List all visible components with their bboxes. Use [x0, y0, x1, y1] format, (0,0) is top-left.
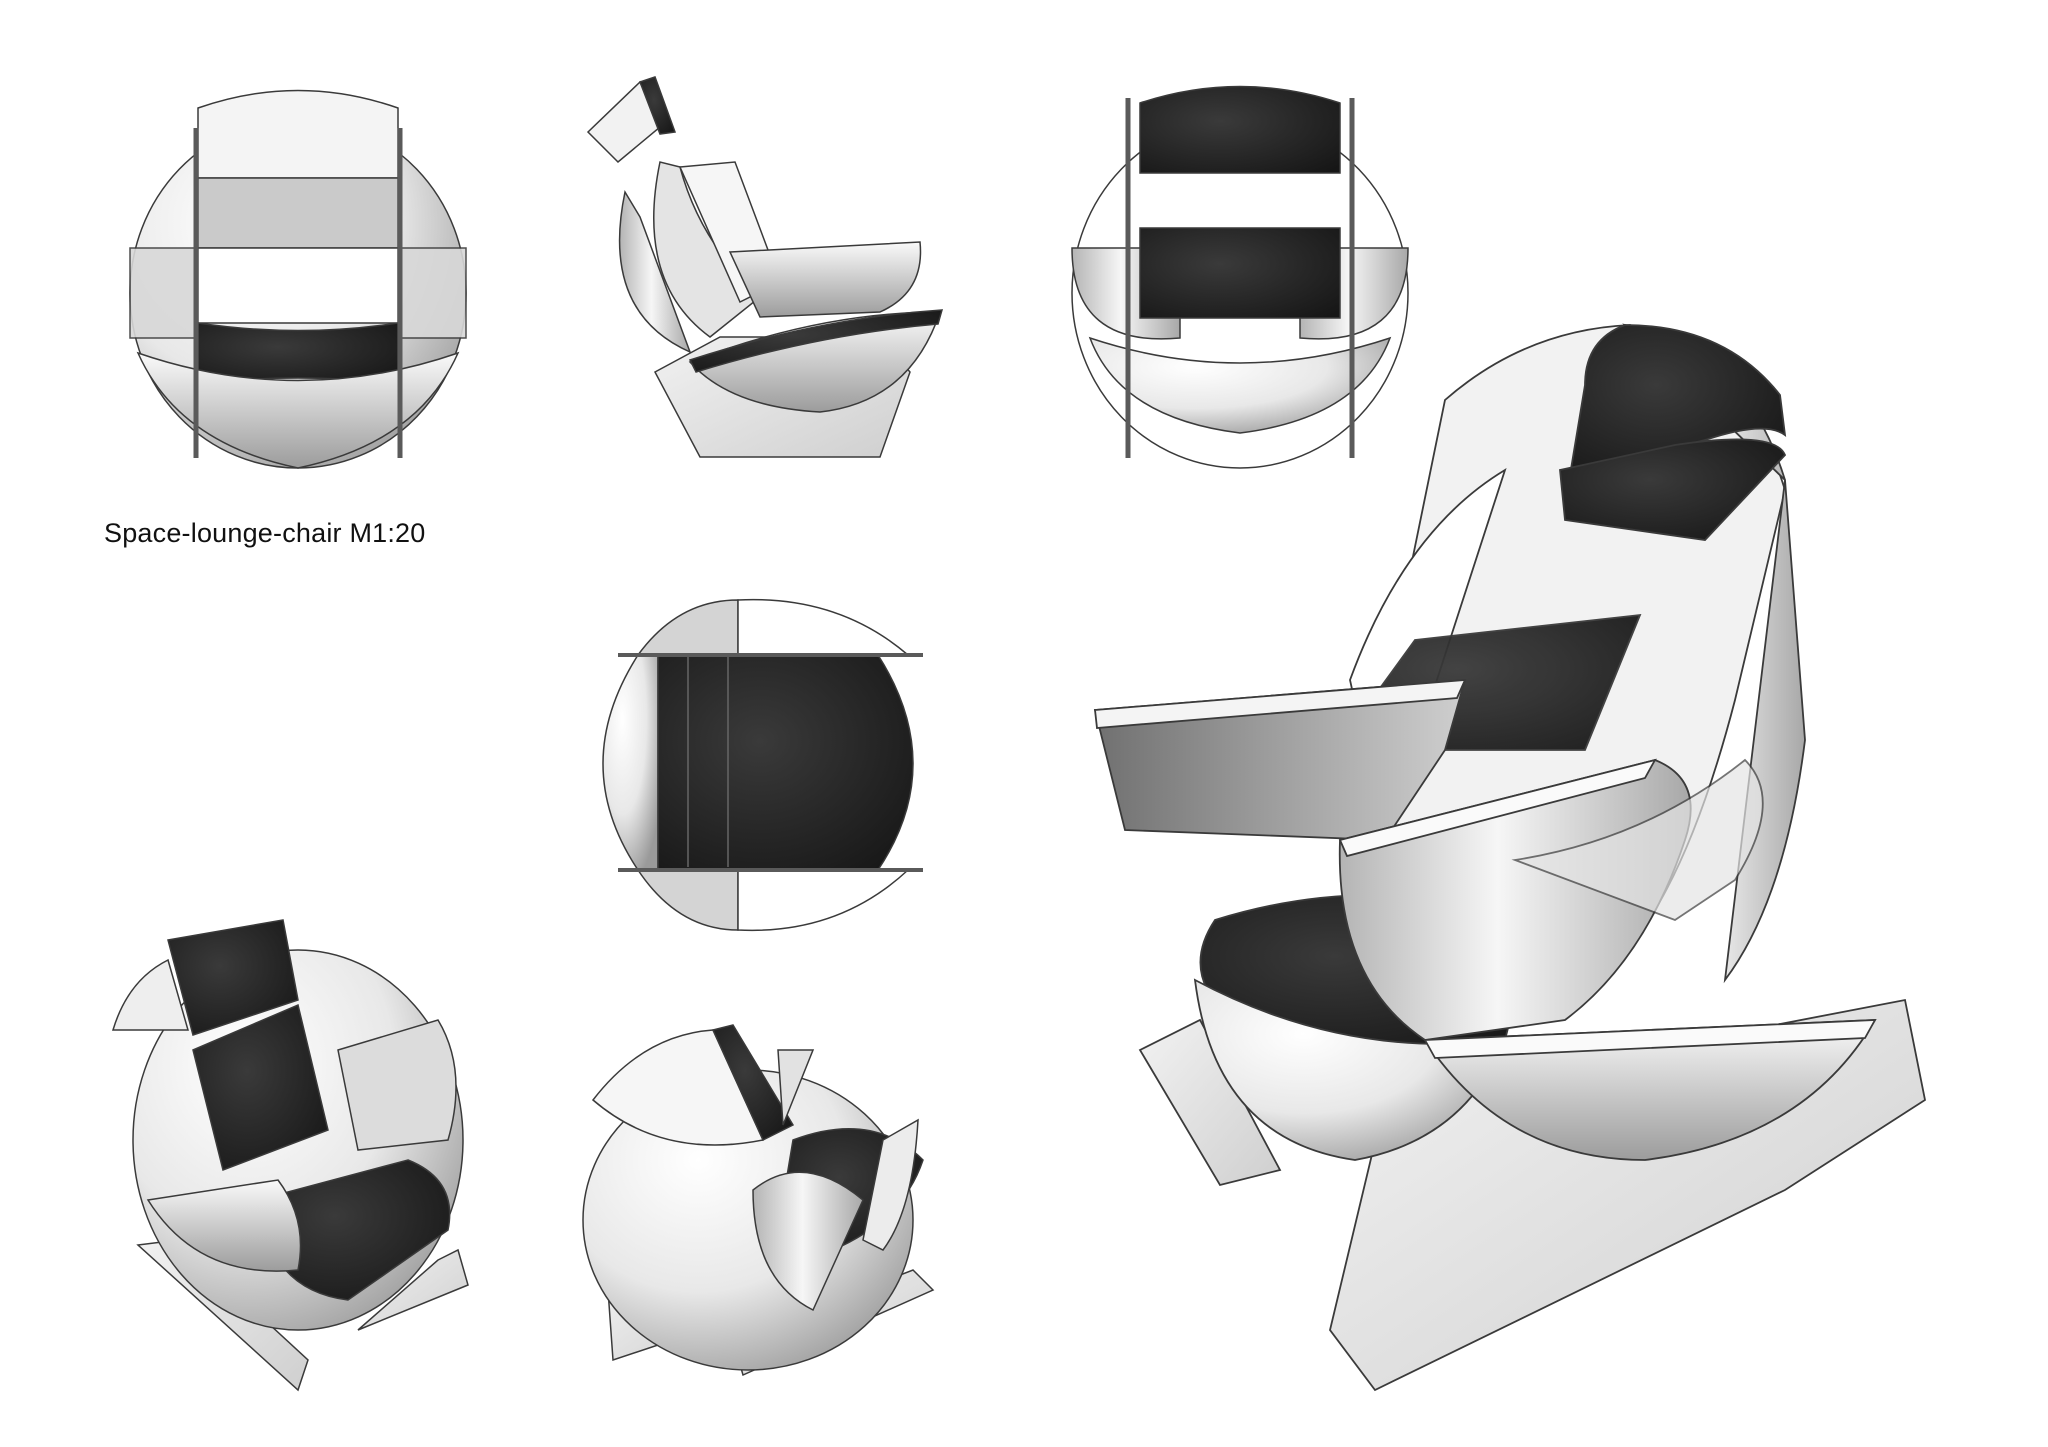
top-view — [578, 595, 948, 935]
perspective-front-left — [108, 919, 478, 1400]
perspective-large — [1085, 280, 2015, 1400]
perspective-front-right — [582, 1020, 963, 1400]
front-view — [118, 88, 478, 469]
sheet-caption: Space-lounge-chair M1:20 — [104, 518, 426, 548]
rear-view — [1060, 85, 1420, 469]
side-view — [580, 72, 960, 472]
